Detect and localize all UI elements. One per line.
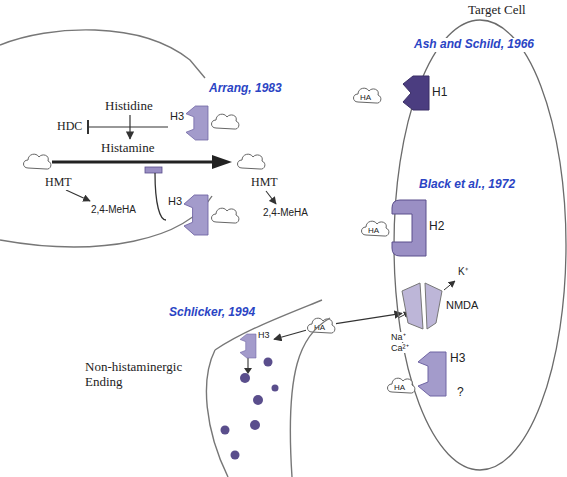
- text-label: 2,4-MeHA: [262, 207, 309, 219]
- histamine-molecule: [238, 154, 265, 169]
- node-label: H3: [170, 110, 184, 123]
- histamine-molecule: HA: [352, 86, 382, 106]
- presynaptic-membrane: [0, 30, 205, 78]
- citation-label: Arrang, 1983: [208, 82, 283, 96]
- node-label: HA: [394, 383, 405, 392]
- inhibition-line: [88, 126, 168, 127]
- text-label: HMT: [44, 176, 73, 190]
- node-label: HA: [368, 226, 379, 235]
- histamine-molecule: [212, 114, 239, 129]
- metabolism-arrow: [266, 191, 276, 204]
- citation-label: Ash and Schild, 1966: [413, 38, 535, 52]
- citation-label: Schlicker, 1994: [168, 306, 256, 320]
- histamine-molecule: HA: [360, 219, 390, 239]
- node-label: H3: [168, 195, 182, 208]
- text-label: HMT: [250, 176, 279, 190]
- text-label: Na⁺: [390, 332, 407, 342]
- text-label: ?: [456, 386, 465, 400]
- nmda-channel: NMDA: [402, 283, 484, 331]
- h1-shape: [403, 76, 429, 110]
- non-histaminergic-ending: Non-histaminergic Ending H3: [85, 300, 345, 477]
- node-label: HA: [360, 93, 371, 102]
- h2-shape: [392, 200, 426, 256]
- release-arrow: [52, 161, 214, 164]
- cell-shape: [380, 3, 567, 477]
- h3-autoreceptor: H3: [170, 106, 210, 142]
- h3-shape: [240, 334, 256, 358]
- node-label: H3: [258, 330, 270, 340]
- h3-shape: [186, 106, 208, 140]
- ending-shape: [85, 300, 345, 477]
- metabolism-arrow: [66, 190, 90, 201]
- histamine-molecule: [24, 154, 51, 169]
- citation-label: Black et al., 1972: [418, 178, 516, 192]
- node-label: H2: [429, 220, 444, 234]
- histamine-molecule: HA: [386, 376, 416, 396]
- text-label: Ca²⁺: [390, 343, 410, 353]
- inhibition-bar: [87, 120, 89, 134]
- h3-heteroreceptor: H3: [240, 330, 274, 358]
- nmda-shape: [402, 283, 442, 329]
- histamine-molecule: HA: [306, 316, 336, 336]
- text-label: HDC: [56, 120, 83, 134]
- node-label: Target Cell: [468, 3, 526, 18]
- node-label: Non-histaminergic Ending: [85, 360, 197, 390]
- text-label: Histamine: [100, 141, 155, 156]
- h3-shape: [418, 352, 446, 396]
- release-site: [145, 167, 162, 173]
- text-label: 2,4-MeHA: [90, 204, 137, 216]
- release-arrowhead: [212, 155, 232, 169]
- node-label: HA: [314, 323, 325, 332]
- histamine-molecule: [212, 208, 239, 223]
- h2-receptor: H2: [392, 200, 448, 258]
- text-label: Histidine: [104, 99, 154, 114]
- text-label: K⁺: [457, 266, 469, 278]
- node-label: H3: [450, 352, 465, 366]
- h1-receptor: H1: [403, 76, 450, 112]
- presynaptic-membrane: [0, 196, 212, 247]
- h3-autoreceptor: H3: [168, 195, 210, 237]
- binding-arrow: [336, 313, 402, 323]
- ion-arrow: [444, 281, 455, 290]
- node-label: H1: [432, 86, 447, 100]
- h3-shape: [184, 195, 208, 235]
- binding-arrow: [274, 330, 306, 339]
- feedback-line: [155, 173, 166, 220]
- target-cell: Target CellH1H2NMDA H3: [380, 3, 567, 477]
- node-label: NMDA: [446, 299, 478, 312]
